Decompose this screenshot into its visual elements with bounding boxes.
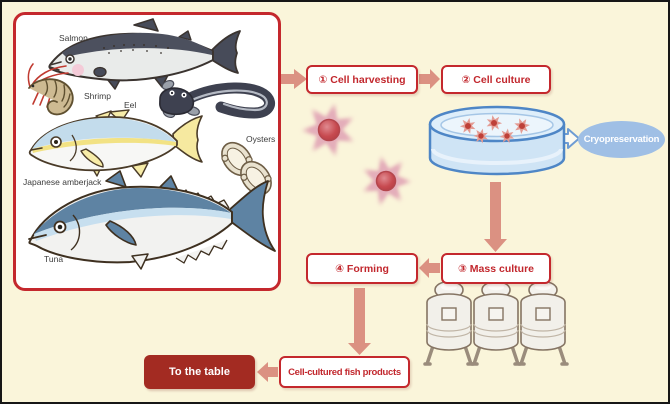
arrow-right-icon [281,69,307,89]
step-cell-culture-label: ② Cell culture [461,73,531,86]
cell-icon [352,146,421,215]
arrow-down-icon [484,182,507,252]
shrimp-label: Shrimp [84,91,111,101]
step-cell-culture: ② Cell culture [441,65,551,94]
step-products: Cell-cultured fish products [279,356,410,388]
shrimp-icon [27,63,74,116]
amberjack-icon [28,109,203,178]
petri-dish-icon [428,105,566,176]
step-forming: ④ Forming [306,253,418,284]
oysters-label: Oysters [246,134,276,144]
bioreactor-tank-icon [423,279,475,366]
arrow-down-icon [348,288,371,355]
source-fish-panel [13,12,281,291]
arrow-left-icon [419,258,440,278]
step-mass-culture-label: ③ Mass culture [458,262,534,275]
eel-icon [159,79,275,119]
arrow-left-icon [257,362,278,382]
amberjack-label: Japanese amberjack [23,177,102,187]
cryopreservation-label: Cryopreservation [583,134,660,145]
tuna-icon [28,170,276,270]
salmon-label: Salmon [59,33,88,43]
cell-icon [298,98,361,160]
eel-label: Eel [124,100,137,110]
cryopreservation-bubble: Cryopreservation [578,121,665,158]
step-to-the-table: To the table [144,355,255,389]
tuna-label: Tuna [44,254,64,264]
step-cell-harvesting: ① Cell harvesting [306,65,418,94]
cultured-cells [458,111,532,147]
step-mass-culture: ③ Mass culture [441,253,551,284]
step-to-the-table-label: To the table [169,366,230,378]
bioreactor-tank-icon [517,279,569,366]
fish-illustrations [27,18,276,270]
bioreactor-tank-icon [470,279,522,366]
step-products-label: Cell-cultured fish products [288,366,401,378]
step-cell-harvesting-label: ① Cell harvesting [318,73,406,86]
step-forming-label: ④ Forming [335,262,389,275]
salmon-icon [48,18,241,90]
flow-arrows [257,69,507,382]
bioreactor-tanks [423,279,569,366]
arrow-right-icon [419,69,440,89]
